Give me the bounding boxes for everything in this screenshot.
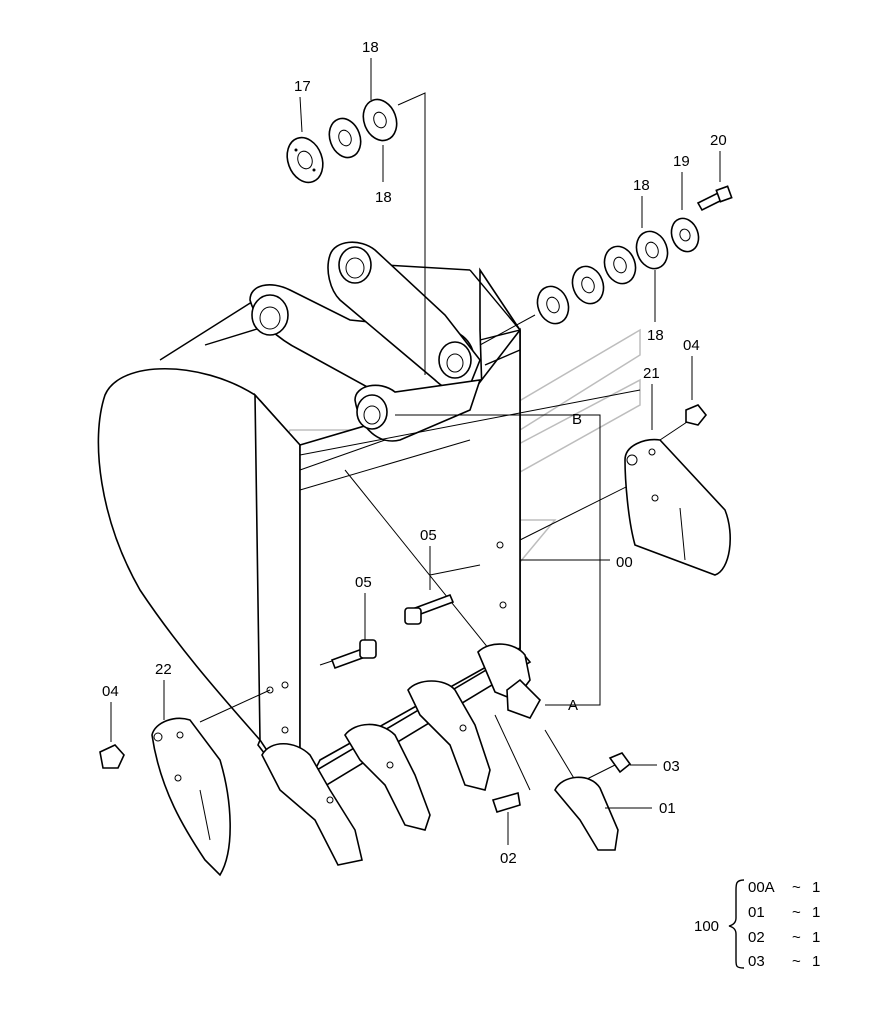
- reference-lines: [199, 389, 691, 791]
- label-20: 20: [710, 132, 727, 149]
- assembly-item-code: 01: [748, 904, 765, 921]
- right-washer-set: [479, 185, 733, 346]
- label-18-right-lower: 18: [647, 327, 664, 344]
- bucket-body: [97, 264, 532, 803]
- assembly-number: 100: [694, 918, 719, 935]
- assembly-item-qty: 1: [812, 953, 820, 970]
- bucket-teeth: [261, 643, 632, 866]
- assembly-item-tilde: ~: [792, 904, 801, 921]
- label-18-right: 18: [633, 177, 650, 194]
- assembly-item-tilde: ~: [792, 879, 801, 896]
- part-labels: 17 18 18 20 19 18 18 04 21 B 05 00 05 04…: [102, 39, 727, 867]
- bolts: [330, 593, 455, 670]
- assembly-item-qty: 1: [812, 929, 820, 946]
- hitch-brackets: [249, 241, 521, 442]
- assembly-item-qty: 1: [812, 879, 820, 896]
- label-02: 02: [500, 850, 517, 867]
- label-22: 22: [155, 661, 172, 678]
- label-b: B: [572, 411, 582, 428]
- label-04-left: 04: [102, 683, 119, 700]
- label-18-top: 18: [362, 39, 379, 56]
- label-04-right: 04: [683, 337, 700, 354]
- assembly-item-qty: 1: [812, 904, 820, 921]
- assembly-item-tilde: ~: [792, 953, 801, 970]
- label-21: 21: [643, 365, 660, 382]
- assembly-item-code: 02: [748, 929, 765, 946]
- label-05-upper: 05: [420, 527, 437, 544]
- assembly-list: 100 00A ~ 1 01 ~ 1 02 ~ 1 03 ~ 1: [694, 879, 820, 970]
- label-a: A: [568, 697, 578, 714]
- assembly-item-tilde: ~: [792, 929, 801, 946]
- label-19: 19: [673, 153, 690, 170]
- label-05-lower: 05: [355, 574, 372, 591]
- label-01: 01: [659, 800, 676, 817]
- assembly-item-code: 03: [748, 953, 765, 970]
- side-cutters: [99, 404, 731, 877]
- label-18-top-lower: 18: [375, 189, 392, 206]
- label-03: 03: [663, 758, 680, 775]
- top-washer-set: [286, 92, 426, 375]
- label-00: 00: [616, 554, 633, 571]
- assembly-item-code: 00A: [748, 879, 775, 896]
- label-17: 17: [294, 78, 311, 95]
